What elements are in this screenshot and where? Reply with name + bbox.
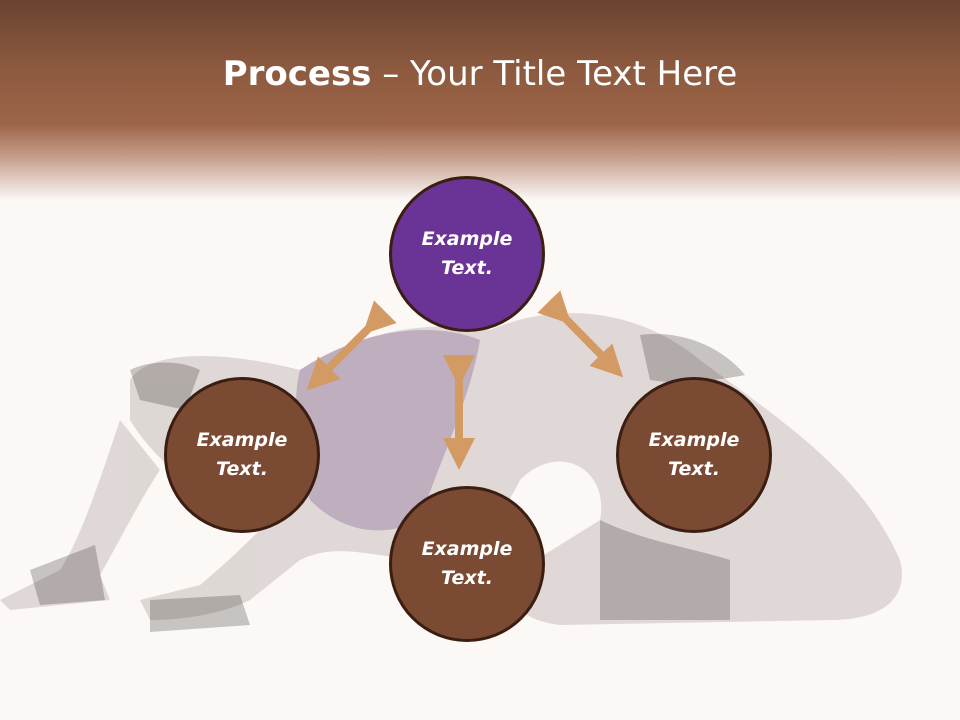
slide-title: Process – Your Title Text Here [0,52,960,96]
node-top: Example Text. [389,176,545,332]
arrow-top-left [306,300,397,391]
node-left-label: Example Text. [196,429,288,480]
title-rest: – Your Title Text Here [371,54,738,94]
node-bottom-label: Example Text. [421,538,513,589]
node-left: Example Text. [164,377,320,533]
node-top-label: Example Text. [421,228,513,279]
node-right-label: Example Text. [648,429,740,480]
title-banner [0,0,960,200]
node-bottom: Example Text. [389,486,545,642]
node-right: Example Text. [616,377,772,533]
title-bold: Process [222,54,372,94]
arrow-top-right [537,290,624,378]
